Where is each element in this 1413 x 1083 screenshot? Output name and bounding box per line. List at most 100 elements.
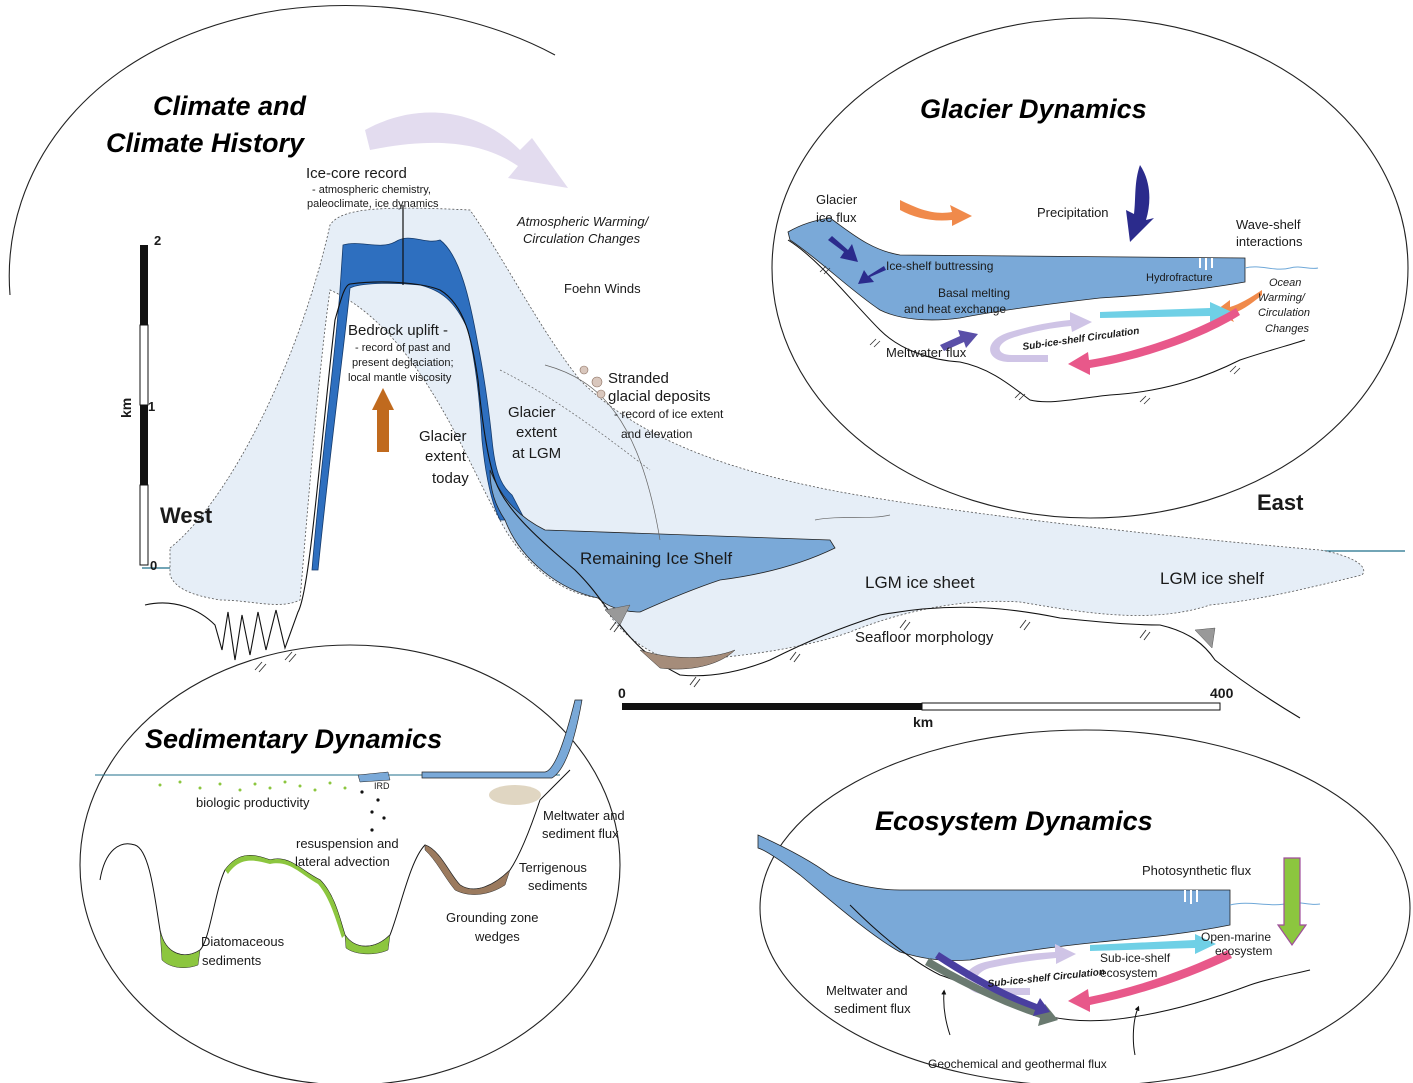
- eco-hydrofracture: [1184, 890, 1198, 904]
- ird-dots: [360, 790, 386, 832]
- hscale-start: 0: [618, 685, 626, 701]
- open-line1: Open-marine: [1201, 930, 1271, 944]
- climate-heading-line2: Climate History: [106, 128, 306, 158]
- today-line2: extent: [425, 448, 467, 465]
- sed-iceberg: [357, 771, 391, 783]
- climate-panel-outline: [8, 5, 556, 296]
- eco-lavender-arrow: [964, 944, 1076, 995]
- cyan-circulation-arrow: [1100, 302, 1232, 322]
- glacier-panel-water-line: [1244, 266, 1319, 270]
- today-line3: today: [432, 470, 469, 487]
- basal-line2: and heat exchange: [904, 302, 1006, 316]
- buttressing-arrow: [858, 266, 886, 284]
- ocean-line4: Changes: [1265, 323, 1310, 335]
- geochem-arrows: [941, 989, 1140, 1056]
- hscale-unit: km: [913, 714, 933, 730]
- seafloor-label: Seafloor morphology: [855, 629, 994, 646]
- eco-cyan-arrow: [1090, 934, 1216, 954]
- ice-flux-line1: Glacier: [816, 192, 858, 207]
- grounding-wedge-left: [604, 604, 631, 626]
- gz-line1: Grounding zone: [446, 910, 539, 925]
- vertical-scale-bar: [139, 245, 149, 566]
- grounding-wedge-right: [1194, 627, 1216, 649]
- remaining-ice-shelf: [489, 469, 836, 613]
- vscale-tick-2: 2: [154, 233, 161, 248]
- orange-wind-arrow: [900, 200, 972, 226]
- bedrock-line2: present deglaciation;: [352, 357, 454, 369]
- grounding-wedge-main: [639, 649, 736, 670]
- hscale-end: 400: [1210, 685, 1234, 701]
- wave-line1: Wave-shelf: [1236, 217, 1301, 232]
- ice-core-title: Ice-core record: [306, 165, 407, 182]
- meltwater-label: Meltwater flux: [886, 345, 967, 360]
- lgm-extent-line3: at LGM: [512, 445, 561, 462]
- sub-line2: ecosystem: [1100, 966, 1157, 980]
- bedrock-line1: - record of past and: [355, 342, 450, 354]
- terr-line2: sediments: [528, 878, 588, 893]
- ice-flux-line2: ice flux: [816, 210, 857, 225]
- bedrock-outline: [144, 281, 1301, 719]
- buttressing-label: Ice-shelf buttressing: [886, 259, 993, 273]
- bedrock-line3: local mantle viscosity: [348, 372, 452, 384]
- east-label: East: [1257, 490, 1304, 515]
- vscale-unit: km: [118, 398, 134, 418]
- stranded-line1: Stranded: [608, 370, 669, 387]
- eco-pink-arrow: [1068, 950, 1232, 1012]
- glacier-panel-ice: [787, 217, 1246, 321]
- resusp-line2: lateral advection: [295, 854, 390, 869]
- productivity-label: biologic productivity: [196, 795, 310, 810]
- ice-core-line2: paleoclimate, ice dynamics: [307, 198, 439, 210]
- productivity-dots: [158, 780, 347, 792]
- seafloor-hatch: [254, 619, 1151, 688]
- ocean-line1: Ocean: [1269, 277, 1301, 289]
- glacier-panel-hatch: [819, 265, 1241, 405]
- warming-line2: Circulation Changes: [523, 231, 641, 246]
- meltwater-sediment-plume: [489, 785, 541, 805]
- bedrock-title: Bedrock uplift -: [348, 322, 448, 339]
- meltwater-flux-arrow: [940, 330, 978, 351]
- lgm-shelf-label: LGM ice shelf: [1160, 569, 1264, 588]
- horizontal-scale-bar: [622, 702, 1221, 711]
- geochem-label: Geochemical and geothermal flux: [928, 1057, 1107, 1071]
- west-label: West: [160, 503, 213, 528]
- glacier-ice-flux-arrow: [828, 236, 858, 262]
- glacier-circulation-label: Sub-ice-shelf Circulation: [1022, 326, 1140, 353]
- stranded-line3: - record of ice extent: [614, 407, 724, 421]
- sub-line1: Sub-ice-shelf: [1100, 951, 1171, 965]
- stranded-line2: glacial deposits: [608, 388, 711, 405]
- sedimentary-heading: Sedimentary Dynamics: [145, 724, 442, 754]
- warming-line1: Atmospheric Warming/: [516, 214, 650, 229]
- ice-core-line1: - atmospheric chemistry,: [312, 184, 431, 196]
- eco-meltwater-grey: [925, 958, 1058, 1026]
- today-line1: Glacier: [419, 428, 467, 445]
- precipitation-arrow: [1126, 165, 1154, 242]
- up-arrow-icon: [372, 388, 394, 452]
- glacier-heading: Glacier Dynamics: [920, 94, 1147, 124]
- terrigenous-wedge: [424, 844, 511, 895]
- ecosystem-heading: Ecosystem Dynamics: [875, 806, 1153, 836]
- glacier-panel-seafloor: [787, 239, 1306, 403]
- foehn-label: Foehn Winds: [564, 281, 641, 296]
- hydrofracture-marks: [1199, 258, 1213, 270]
- ocean-line2: Warming/: [1258, 292, 1306, 304]
- lavender-circulation-arrow: [990, 312, 1092, 362]
- hydrofracture-label: Hydrofracture: [1146, 272, 1213, 284]
- photosynthetic-flux-arrow: [1276, 857, 1308, 947]
- diatom-line1: Diatomaceous: [201, 934, 285, 949]
- lgm-extent-line1: Glacier: [508, 404, 556, 421]
- sedimentary-panel-outline: [79, 644, 621, 1083]
- curved-arrow-icon: [365, 112, 568, 188]
- wave-line2: interactions: [1236, 234, 1303, 249]
- photosynthetic-label: Photosynthetic flux: [1142, 863, 1252, 878]
- diatom-line2: sediments: [202, 953, 262, 968]
- sed-melt-line1: Meltwater and: [543, 808, 625, 823]
- eco-seafloor: [849, 904, 1311, 1022]
- precipitation-label: Precipitation: [1037, 205, 1109, 220]
- vscale-tick-1: 1: [148, 399, 155, 414]
- lgm-internal-line-3: [814, 514, 891, 521]
- glacier-today-ice: [311, 237, 526, 571]
- terr-line1: Terrigenous: [519, 860, 587, 875]
- lgm-internal-line-2: [544, 364, 661, 541]
